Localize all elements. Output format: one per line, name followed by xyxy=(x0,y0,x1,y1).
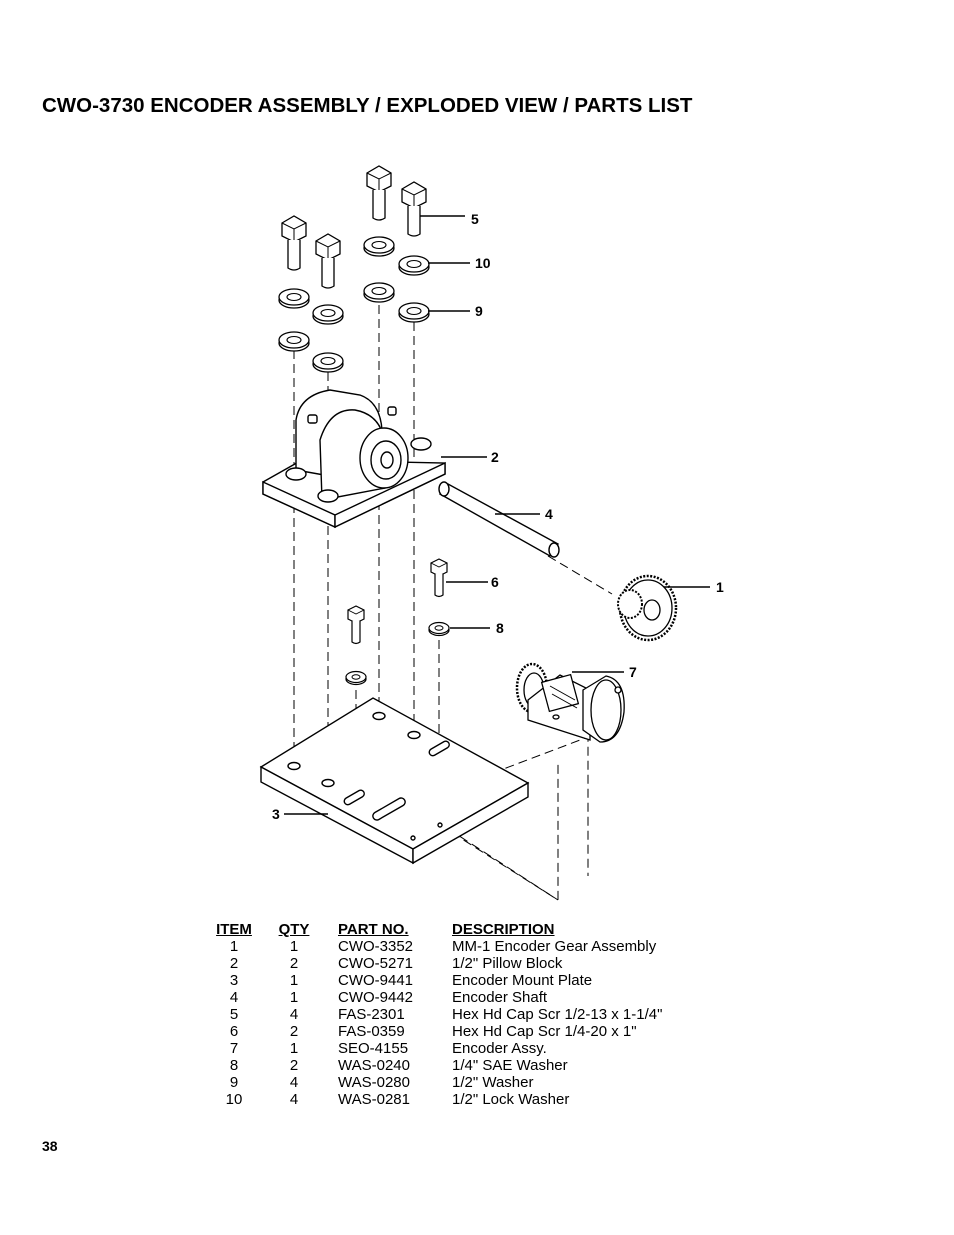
item-cell: 1 xyxy=(229,938,239,955)
callout-4: 4 xyxy=(545,506,553,522)
qty-cell: 2 xyxy=(289,1057,299,1074)
qty-cell: 2 xyxy=(289,1023,299,1040)
callout-5: 5 xyxy=(471,211,479,227)
part-no-cell: CWO-5271 xyxy=(338,955,414,972)
callout-3: 3 xyxy=(272,806,280,822)
item-cell: 7 xyxy=(229,1040,239,1057)
description-cell: Hex Hd Cap Scr 1/4-20 x 1" xyxy=(452,1023,637,1040)
column-header-item: ITEM xyxy=(216,921,252,938)
part-no-cell: SEO-4155 xyxy=(338,1040,409,1057)
pillow-block xyxy=(262,389,446,529)
description-cell: Encoder Shaft xyxy=(452,989,548,1006)
callout-6: 6 xyxy=(491,574,499,590)
encoder-gear-assembly xyxy=(617,574,678,642)
qty-cell: 4 xyxy=(289,1091,299,1108)
part-no-cell: WAS-0280 xyxy=(338,1074,410,1091)
callout-8: 8 xyxy=(496,620,504,636)
item-cell: 5 xyxy=(229,1006,239,1023)
table-row: 6 2 FAS-0359 Hex Hd Cap Scr 1/4-20 x 1" xyxy=(210,1023,662,1040)
column-header-qty: QTY xyxy=(278,921,310,938)
item-cell: 3 xyxy=(229,972,239,989)
callout-2: 2 xyxy=(491,449,499,465)
qty-cell: 4 xyxy=(289,1006,299,1023)
table-row: 9 4 WAS-0280 1/2" Washer xyxy=(210,1074,662,1091)
table-row: 4 1 CWO-9442 Encoder Shaft xyxy=(210,989,662,1006)
qty-cell: 1 xyxy=(289,938,299,955)
description-cell: Encoder Mount Plate xyxy=(452,972,593,989)
page-title: CWO-3730 ENCODER ASSEMBLY / EXPLODED VIE… xyxy=(42,94,693,117)
description-cell: 1/2" Lock Washer xyxy=(452,1091,570,1108)
callout-labels: 5 10 9 2 4 1 6 8 7 3 xyxy=(272,211,724,822)
page-number: 38 xyxy=(42,1138,58,1154)
qty-cell: 1 xyxy=(289,972,299,989)
callout-9: 9 xyxy=(475,303,483,319)
part-no-cell: FAS-0359 xyxy=(338,1023,405,1040)
description-cell: MM-1 Encoder Gear Assembly xyxy=(452,938,657,955)
table-row: 3 1 CWO-9441 Encoder Mount Plate xyxy=(210,972,662,989)
description-cell: 1/4" SAE Washer xyxy=(452,1057,568,1074)
table-row: 10 4 WAS-0281 1/2" Lock Washer xyxy=(210,1091,662,1108)
description-cell: 1/2" Pillow Block xyxy=(452,955,563,972)
item-cell: 8 xyxy=(229,1057,239,1074)
table-row: 2 2 CWO-5271 1/2" Pillow Block xyxy=(210,955,662,972)
column-header-description: DESCRIPTION xyxy=(452,921,555,938)
item-cell: 4 xyxy=(229,989,239,1006)
qty-cell: 4 xyxy=(289,1074,299,1091)
table-row: 7 1 SEO-4155 Encoder Assy. xyxy=(210,1040,662,1057)
part-no-cell: FAS-2301 xyxy=(338,1006,405,1023)
qty-cell: 1 xyxy=(289,989,299,1006)
encoder-shaft xyxy=(438,481,560,558)
part-no-cell: CWO-3352 xyxy=(338,938,414,955)
sae-washer-1-4 xyxy=(345,621,450,686)
item-cell: 2 xyxy=(229,955,239,972)
item-cell: 9 xyxy=(229,1074,239,1091)
part-no-cell: WAS-0281 xyxy=(338,1091,410,1108)
encoder-assembly xyxy=(515,662,625,743)
column-header-part-no: PART NO. xyxy=(338,921,409,938)
table-row: 8 2 WAS-0240 1/4" SAE Washer xyxy=(210,1057,662,1074)
qty-cell: 1 xyxy=(289,1040,299,1057)
table-row: 5 4 FAS-2301 Hex Hd Cap Scr 1/2-13 x 1-1… xyxy=(210,1006,663,1023)
item-cell: 10 xyxy=(225,1091,243,1108)
qty-cell: 2 xyxy=(289,955,299,972)
encoder-mount-plate xyxy=(259,697,530,865)
part-no-cell: CWO-9442 xyxy=(338,989,414,1006)
callout-7: 7 xyxy=(629,664,637,680)
leader-lines xyxy=(284,215,710,815)
table-row: 1 1 CWO-3352 MM-1 Encoder Gear Assembly xyxy=(210,938,662,955)
callout-10: 10 xyxy=(475,255,491,271)
part-no-cell: CWO-9441 xyxy=(338,972,414,989)
callout-1: 1 xyxy=(716,579,724,595)
item-cell: 6 xyxy=(229,1023,239,1040)
description-cell: Hex Hd Cap Scr 1/2-13 x 1-1/4" xyxy=(452,1006,663,1023)
description-cell: Encoder Assy. xyxy=(452,1040,547,1057)
table-header-row: ITEM QTY PART NO. DESCRIPTION xyxy=(210,921,662,938)
part-no-cell: WAS-0240 xyxy=(338,1057,410,1074)
parts-list-table: ITEM QTY PART NO. DESCRIPTION 1 1 CWO-33… xyxy=(210,921,662,1108)
description-cell: 1/2" Washer xyxy=(452,1074,534,1091)
